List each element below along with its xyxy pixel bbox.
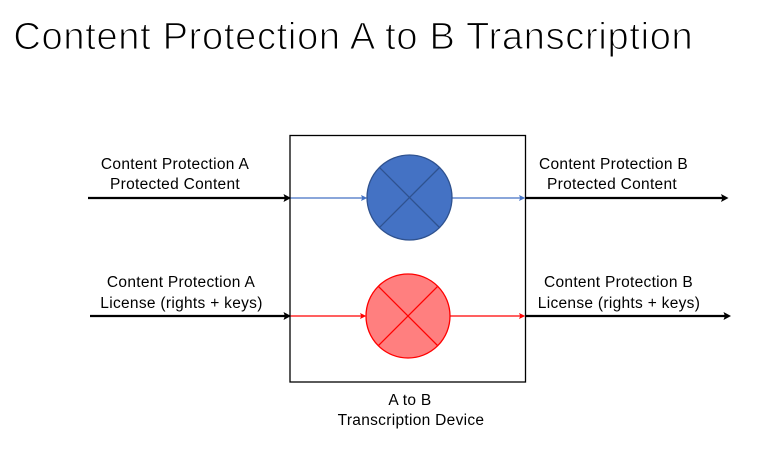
svg-text:Protected Content: Protected Content (110, 176, 240, 193)
svg-text:License (rights + keys): License (rights + keys) (538, 295, 700, 312)
svg-text:Content Protection A: Content Protection A (101, 156, 250, 173)
svg-text:Content Protection B: Content Protection B (539, 156, 688, 173)
svg-text:Content Protection A to B Tran: Content Protection A to B Transcription (13, 16, 693, 58)
svg-text:License (rights + keys): License (rights + keys) (100, 295, 262, 312)
svg-text:A to B: A to B (388, 392, 431, 409)
svg-text:Content Protection A: Content Protection A (107, 274, 256, 291)
svg-text:Transcription Device: Transcription Device (338, 412, 485, 429)
svg-text:Protected Content: Protected Content (547, 176, 677, 193)
svg-text:Content Protection B: Content Protection B (544, 274, 693, 291)
